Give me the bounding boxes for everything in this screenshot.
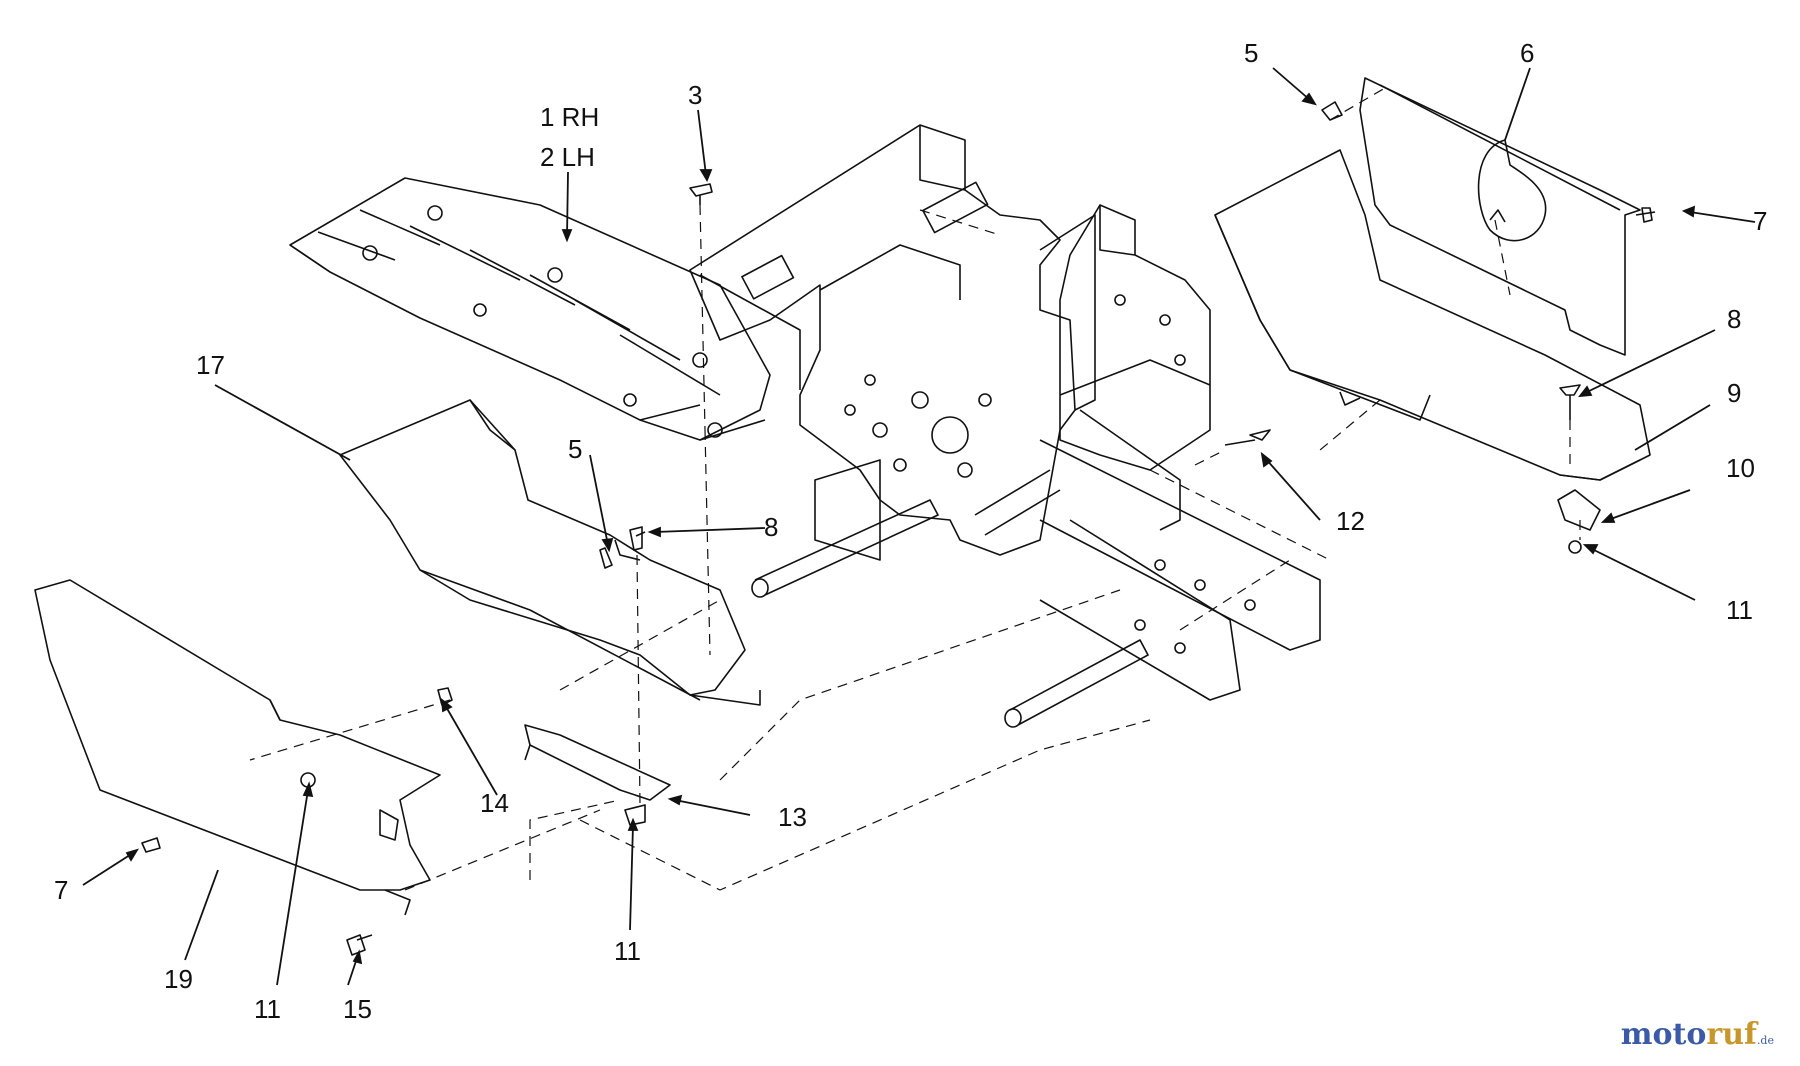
callout-12: 12: [1336, 506, 1365, 536]
callout-11-right: 11: [1726, 595, 1753, 625]
callout-13: 13: [778, 802, 807, 832]
lower-side-panel: [34, 579, 441, 916]
callout-10: 10: [1726, 453, 1755, 483]
watermark-logo: motoruf.de: [1621, 1017, 1774, 1052]
watermark-part-b: ruf: [1706, 1017, 1757, 1052]
callout-8-mid: 8: [764, 512, 779, 542]
callout-2lh: 2 LH: [540, 142, 595, 172]
hardware-parts: [141, 183, 1656, 956]
leader-lines: [82, 67, 1756, 986]
callout-6: 6: [1520, 38, 1535, 68]
callout-5-mid: 5: [568, 434, 583, 464]
callout-19: 19: [164, 964, 193, 994]
left-shroud: [339, 399, 761, 706]
callout-7-left: 7: [54, 875, 69, 905]
main-frame: [689, 124, 1321, 728]
callout-9: 9: [1727, 378, 1742, 408]
bracket: [524, 724, 671, 801]
assembly-lines: [249, 87, 1581, 891]
watermark-part-a: moto: [1620, 1017, 1707, 1052]
callout-11-bottom: 11: [614, 936, 641, 966]
callout-1rh: 1 RH: [540, 102, 600, 132]
callout-17: 17: [196, 350, 225, 380]
callout-7-right: 7: [1753, 206, 1768, 236]
callout-15: 15: [343, 994, 372, 1024]
callout-8-right: 8: [1727, 304, 1742, 334]
callout-11-left: 11: [254, 994, 281, 1024]
rear-fender: [1214, 149, 1651, 554]
seat-pan: [1321, 77, 1641, 356]
console-housing: [1059, 204, 1211, 531]
callout-14: 14: [480, 788, 509, 818]
callout-3: 3: [688, 80, 703, 110]
watermark-part-c: .de: [1756, 1034, 1774, 1047]
footrest-panel: [289, 177, 771, 441]
callout-5-top: 5: [1244, 38, 1259, 68]
